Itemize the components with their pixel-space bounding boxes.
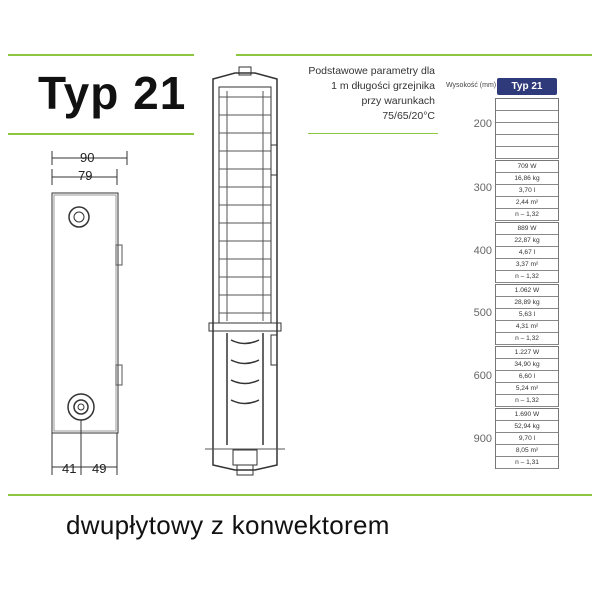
value-cell: [496, 135, 558, 147]
value-cell: [496, 123, 558, 135]
row-group-300: 709 W 16,86 kg 3,70 l 2,44 m² n – 1,32: [495, 160, 559, 221]
value-cell: 1.227 W: [496, 347, 558, 359]
value-cell: n – 1,32: [496, 333, 558, 345]
bottom-rule: [8, 494, 592, 496]
height-column-label: Wysokość (mm): [446, 82, 497, 89]
top-rule-left: [8, 54, 194, 56]
value-cell: 28,89 kg: [496, 297, 558, 309]
dimension-width-inner: 79: [78, 168, 93, 183]
desc-underline: [308, 133, 438, 134]
dimension-bottom-left: 41: [62, 461, 77, 476]
value-cell: 3,70 l: [496, 185, 558, 197]
value-cell: 34,90 kg: [496, 359, 558, 371]
value-cell: 4,31 m²: [496, 321, 558, 333]
top-rule-right: [236, 54, 592, 56]
page-title: Typ 21: [38, 67, 187, 119]
height-300: 300: [473, 182, 492, 194]
height-600: 600: [473, 370, 492, 382]
dimension-width-outer: 90: [80, 150, 95, 165]
dimension-bottom-right: 49: [92, 461, 107, 476]
value-cell: n – 1,32: [496, 395, 558, 407]
value-cell: 22,87 kg: [496, 235, 558, 247]
row-group-900: 1.690 W 52,94 kg 9,70 l 8,05 m² n – 1,31: [495, 408, 559, 469]
value-cell: 3,37 m²: [496, 259, 558, 271]
value-cell: 1.690 W: [496, 409, 558, 421]
value-cell: 8,05 m²: [496, 445, 558, 457]
radiator-front-drawing: [51, 151, 128, 475]
desc-line: przy warunkach: [361, 95, 435, 107]
value-cell: 6,60 l: [496, 371, 558, 383]
value-cell: 5,63 l: [496, 309, 558, 321]
value-cell: [496, 147, 558, 159]
row-group-600: 1.227 W 34,90 kg 6,60 l 5,24 m² n – 1,32: [495, 346, 559, 407]
value-cell: 2,44 m²: [496, 197, 558, 209]
value-cell: 52,94 kg: [496, 421, 558, 433]
parameters-description: Podstawowe parametry dla 1 m długości gr…: [300, 64, 435, 124]
value-cell: n – 1,31: [496, 457, 558, 469]
row-group-200: [495, 98, 559, 159]
type-header: Typ 21: [497, 78, 557, 95]
desc-line: 75/65/20°C: [382, 110, 435, 122]
height-400: 400: [473, 245, 492, 257]
value-cell: 5,24 m²: [496, 383, 558, 395]
value-cell: 889 W: [496, 223, 558, 235]
value-cell: 9,70 l: [496, 433, 558, 445]
value-cell: 709 W: [496, 161, 558, 173]
value-cell: 4,67 l: [496, 247, 558, 259]
radiator-side-drawing: [205, 66, 285, 476]
row-group-400: 889 W 22,87 kg 4,67 l 3,37 m² n – 1,32: [495, 222, 559, 283]
value-cell: 1.062 W: [496, 285, 558, 297]
row-group-500: 1.062 W 28,89 kg 5,63 l 4,31 m² n – 1,32: [495, 284, 559, 345]
height-900: 900: [473, 433, 492, 445]
value-cell: n – 1,32: [496, 209, 558, 221]
desc-line: 1 m długości grzejnika: [331, 80, 435, 92]
value-cell: 16,86 kg: [496, 173, 558, 185]
product-subtitle: dwupłytowy z konwektorem: [66, 510, 390, 540]
height-500: 500: [473, 307, 492, 319]
title-underline: [8, 133, 194, 135]
height-200: 200: [473, 118, 492, 130]
value-cell: [496, 111, 558, 123]
desc-line: Podstawowe parametry dla: [308, 65, 435, 77]
value-cell: n – 1,32: [496, 271, 558, 283]
value-cell: [496, 99, 558, 111]
